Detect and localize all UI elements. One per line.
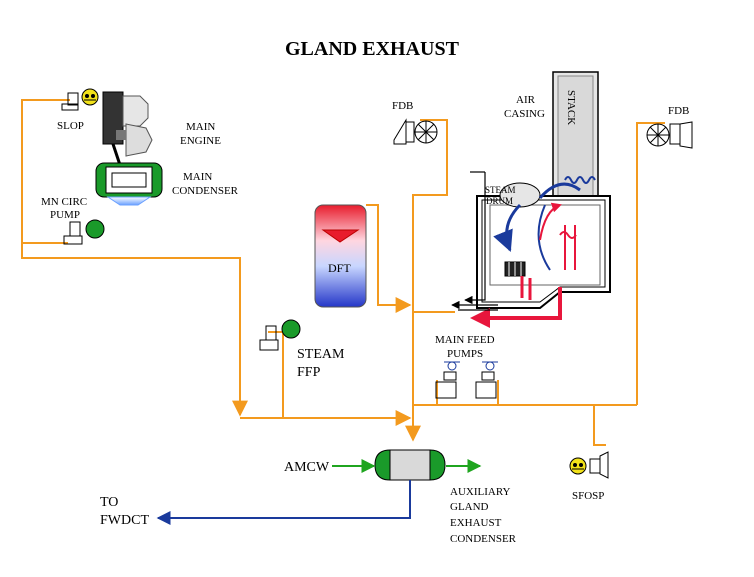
stack-label: STACK xyxy=(565,90,577,125)
slop-pump-icon xyxy=(61,88,99,111)
aux-condenser-label-4: CONDENSER xyxy=(450,533,517,545)
amcw-label: AMCW xyxy=(284,460,330,475)
steam-ffp-label-1: STEAM xyxy=(297,347,345,362)
to-fwdct-label-2: FWDCT xyxy=(100,513,149,528)
dft-tank-icon xyxy=(314,204,367,308)
main-engine-icon xyxy=(102,91,153,166)
sfosp-pump-icon xyxy=(569,451,609,479)
mn-circ-pump-icon xyxy=(63,219,105,245)
mn-circ-pump-label-1: MN CIRC xyxy=(41,196,87,208)
fdb-right-label: FDB xyxy=(668,105,689,117)
main-condenser-label-1: MAIN xyxy=(183,171,212,183)
steam-drum-label-1: STEAM xyxy=(485,185,516,195)
steam-drum-label-2: DRUM xyxy=(486,196,513,206)
slop-label: SLOP xyxy=(57,120,84,132)
dft-label: DFT xyxy=(328,261,351,275)
steam-ffp-label-2: FFP xyxy=(297,365,321,380)
diagram-title: GLAND EXHAUST xyxy=(285,38,460,60)
fdb-left-fan-icon xyxy=(393,118,438,145)
main-feed-pumps-label-2: PUMPS xyxy=(447,348,483,360)
air-casing-label-1: AIR xyxy=(516,94,536,106)
mn-circ-pump-label-2: PUMP xyxy=(50,209,80,221)
main-feed-pump-2-icon xyxy=(475,361,498,399)
to-fwdct-label-1: TO xyxy=(100,495,118,510)
fdb-right-fan-icon xyxy=(646,121,693,149)
main-engine-label-1: MAIN xyxy=(186,121,215,133)
fwdct-drain-line xyxy=(156,480,411,525)
main-condenser-label-2: CONDENSER xyxy=(172,185,239,197)
aux-condenser-label-1: AUXILIARY xyxy=(450,486,511,498)
air-casing-label-2: CASING xyxy=(504,108,545,120)
main-feed-pump-1-icon xyxy=(435,361,460,399)
aux-gland-exhaust-condenser-icon xyxy=(374,449,446,481)
main-engine-label-2: ENGINE xyxy=(180,135,221,147)
sfosp-label: SFOSP xyxy=(572,490,604,502)
aux-condenser-label-3: EXHAUST xyxy=(450,517,502,529)
main-feed-pumps-label-1: MAIN FEED xyxy=(435,334,495,346)
steam-ffp-pump-icon xyxy=(259,319,301,351)
gland-exhaust-piping xyxy=(21,99,665,446)
main-condenser-icon xyxy=(95,162,163,206)
aux-condenser-label-2: GLAND xyxy=(450,501,489,513)
boiler-icon xyxy=(451,71,611,328)
fdb-left-label: FDB xyxy=(392,100,413,112)
